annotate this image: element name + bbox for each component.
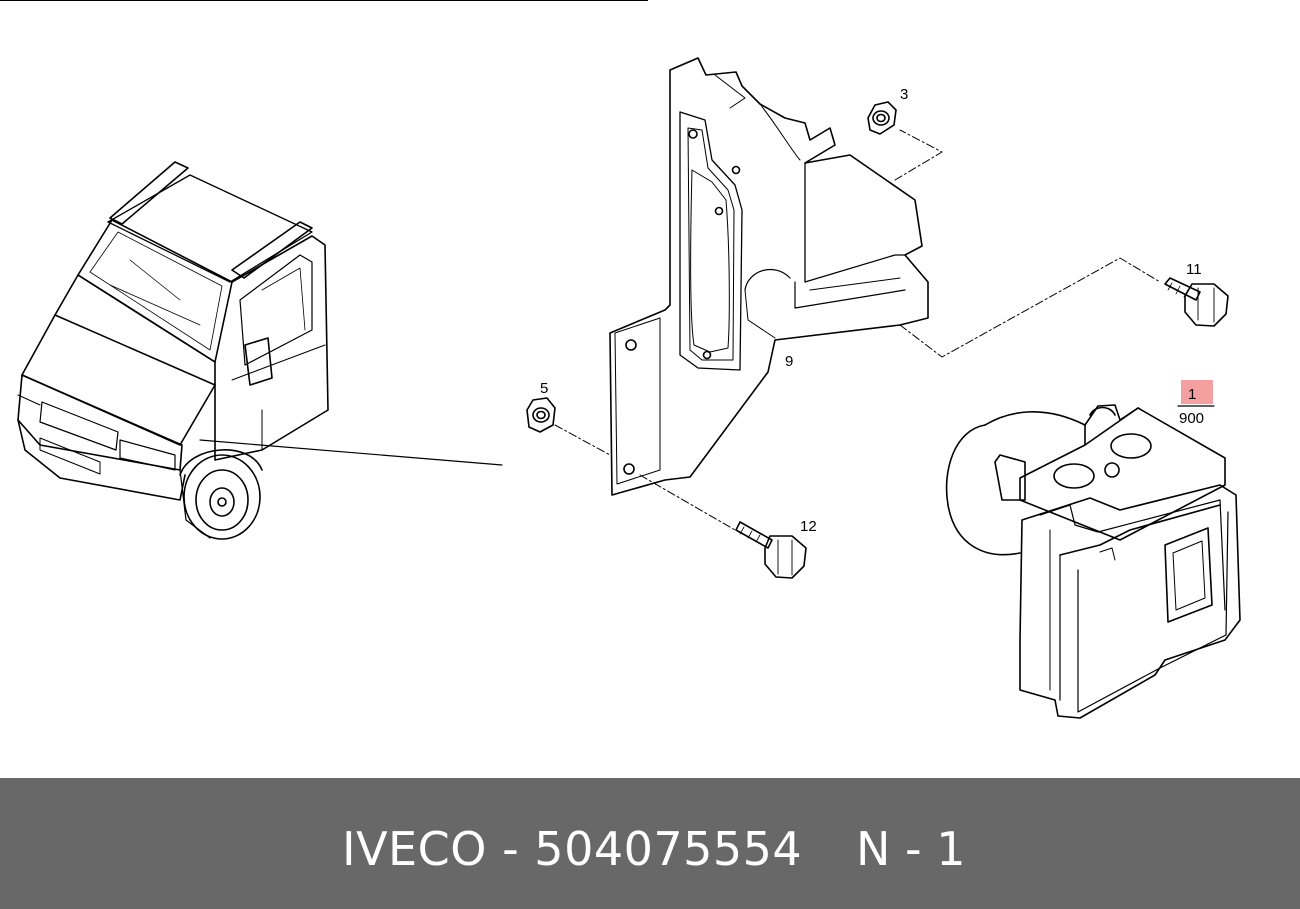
quantity-label: N - 1 xyxy=(856,822,966,876)
van-illustration xyxy=(17,161,503,540)
callout-label-3: 3 xyxy=(900,86,908,103)
flange-nut-top xyxy=(867,101,897,135)
top-border-line xyxy=(0,0,648,1)
exploded-view-drawing: 3 9 5 11 12 1 900 xyxy=(17,57,1241,719)
callout-label-9: 9 xyxy=(785,353,793,370)
brand-separator: - xyxy=(502,822,520,876)
part-identifier: IVECO - 504075554 xyxy=(342,822,802,876)
parts-diagram: 3 9 5 11 12 1 900 xyxy=(0,0,1241,719)
flange-nut-left xyxy=(526,397,556,433)
brand-name: IVECO xyxy=(342,822,487,876)
highlight-box xyxy=(1181,380,1213,404)
callout-label-5: 5 xyxy=(540,380,548,397)
part-info-footer: IVECO - 504075554 N - 1 xyxy=(0,778,1300,909)
part-number: 504075554 xyxy=(534,822,803,876)
hex-bolt-bottom xyxy=(735,521,807,579)
mounting-bracket xyxy=(554,57,1161,531)
callout-label-12: 12 xyxy=(800,518,817,535)
abs-modulator-unit xyxy=(945,404,1241,719)
callout-label-11: 11 xyxy=(1186,261,1202,278)
callout-label-900: 900 xyxy=(1179,410,1204,427)
hex-bolt-top xyxy=(1164,277,1229,327)
callout-label-1: 1 xyxy=(1188,386,1196,403)
